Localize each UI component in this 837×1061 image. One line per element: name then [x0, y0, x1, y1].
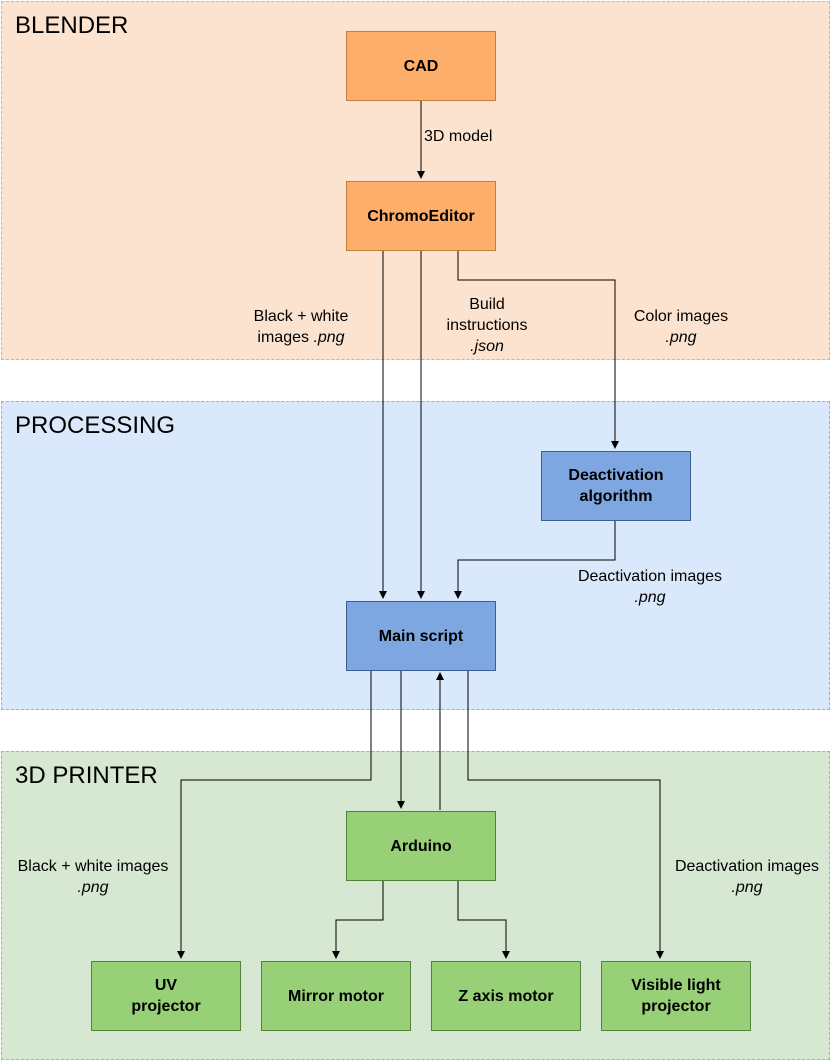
- main-script-node[interactable]: Main script: [346, 601, 496, 671]
- edge-arduino-to-zaxis: [457, 881, 510, 959]
- edge-main-to-uv: [177, 671, 372, 959]
- label-3d-model: 3D model: [424, 128, 493, 145]
- edge-chromo-to-deactivation: [457, 251, 619, 449]
- edge-arduino-to-mirror: [332, 881, 384, 959]
- main-script-node-label: Main script: [378, 627, 464, 645]
- printer-group-title: 3D PRINTER: [15, 762, 158, 789]
- visible-light-projector-node[interactable]: Visible light projector: [601, 961, 751, 1031]
- label-deactivation-images-bottom: Deactivation images .png: [674, 858, 820, 896]
- edge-deactivation-to-main: [454, 521, 616, 599]
- uv-projector-node-label: UV projector: [131, 977, 201, 1015]
- label-bw-images-bottom: Black + white images .png: [17, 858, 169, 896]
- cad-node-label: CAD: [403, 57, 439, 75]
- chromo-editor-node-label: ChromoEditor: [367, 207, 475, 225]
- blender-group-title: BLENDER: [15, 12, 129, 39]
- uv-projector-node[interactable]: UV projector: [91, 961, 241, 1031]
- z-axis-motor-node[interactable]: Z axis motor: [431, 961, 581, 1031]
- mirror-motor-node[interactable]: Mirror motor: [261, 961, 411, 1031]
- deactivation-algorithm-node[interactable]: Deactivation algorithm: [541, 451, 691, 521]
- processing-group-title: PROCESSING: [15, 412, 176, 439]
- cad-node[interactable]: CAD: [346, 31, 496, 101]
- label-color-images: Color images .png: [633, 308, 729, 346]
- deactivation-algorithm-node-label: Deactivation algorithm: [568, 467, 664, 505]
- z-axis-motor-node-label: Z axis motor: [458, 987, 554, 1005]
- arduino-node-label: Arduino: [390, 837, 452, 855]
- chromo-editor-node[interactable]: ChromoEditor: [346, 181, 496, 251]
- visible-light-projector-node-label: Visible light projector: [631, 977, 721, 1015]
- label-bw-images-top: Black + white images .png: [253, 308, 349, 346]
- edge-main-to-visible: [467, 671, 664, 959]
- mirror-motor-node-label: Mirror motor: [288, 987, 384, 1005]
- arduino-node[interactable]: Arduino: [346, 811, 496, 881]
- label-deactivation-images-mid: Deactivation images .png: [577, 568, 723, 606]
- label-build-instructions: Build instructions .json: [446, 296, 528, 355]
